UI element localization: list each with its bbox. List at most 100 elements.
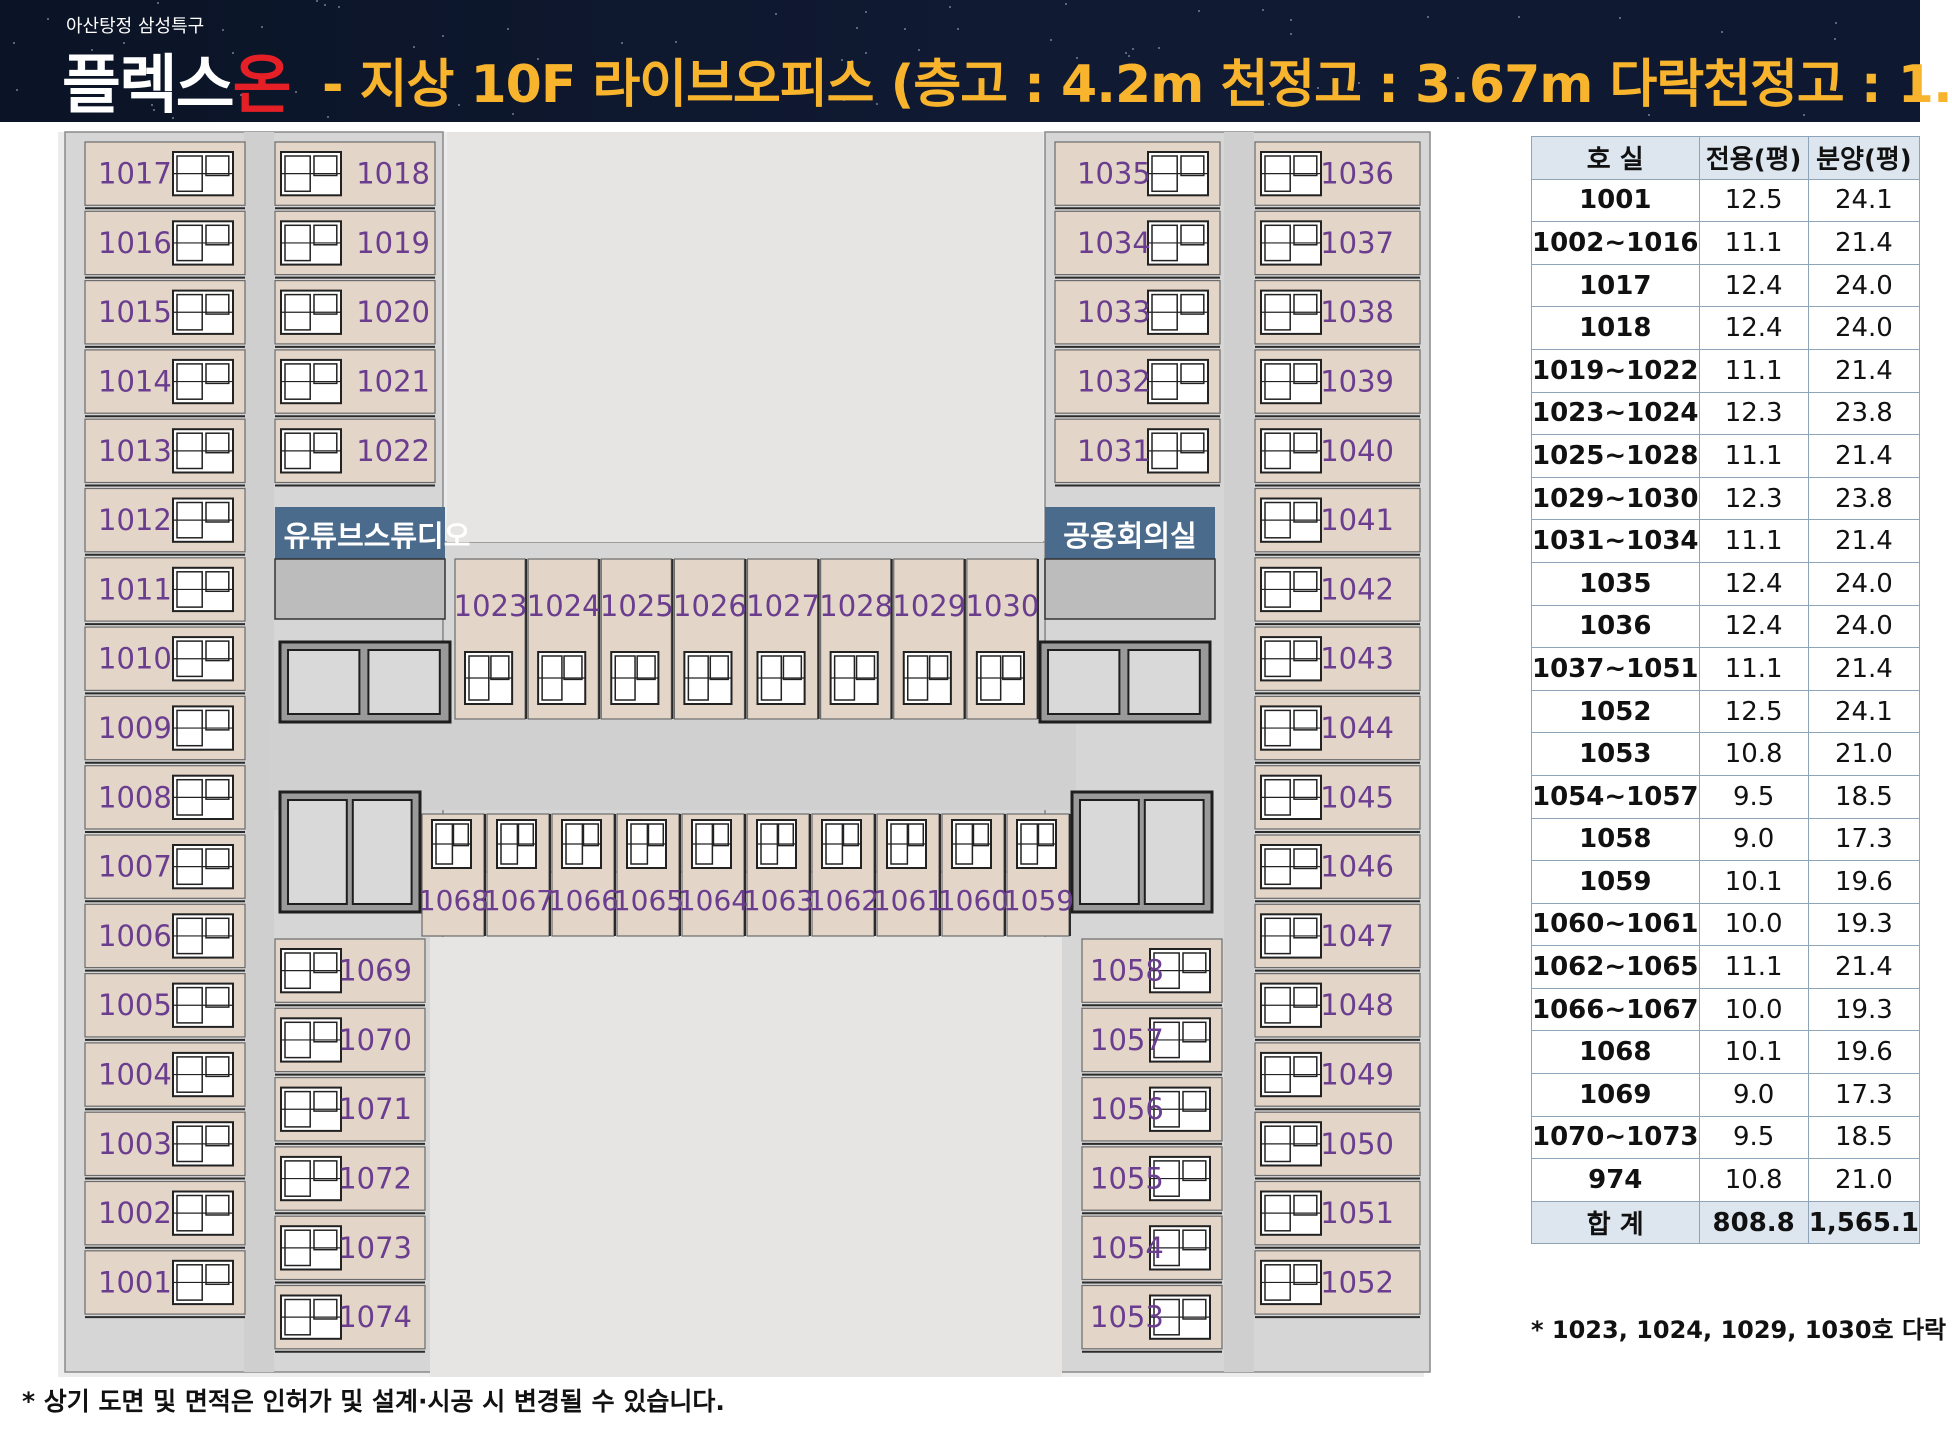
fixture-detail [205,1194,230,1216]
fixture-icon [1260,566,1322,613]
star-decoration [1124,52,1127,55]
exclusive-area-cell: 10.0 [1698,902,1809,947]
unit-label: 1007 [98,850,172,884]
unit-label: 1020 [356,295,430,329]
fixture-detail [782,655,803,681]
fixture-detail [313,155,338,177]
unit-range-cell: 1054~1057 [1531,774,1700,819]
fixture-icon [1147,428,1209,474]
fixture-detail [205,917,230,939]
unit-label: 1005 [98,988,172,1022]
fixture-detail [313,1021,338,1043]
unit-label: 1009 [98,711,172,745]
fixture-detail [205,986,230,1008]
unit-range-cell: 1068 [1531,1030,1700,1075]
unit-label: 1032 [1077,364,1151,398]
lower-courtyard [430,937,1062,1377]
fixture-icon [1260,774,1322,821]
fixture-detail [1293,986,1318,1008]
fixture-detail [205,224,230,246]
fixture-detail [205,155,230,177]
brand-main: 플렉스 [62,49,235,123]
studio-room [274,558,446,620]
supply-area-cell: 17.3 [1807,817,1921,862]
exclusive-area-cell: 10.1 [1698,1030,1809,1075]
fixture-detail [1037,823,1055,847]
unit-label: 1004 [98,1057,172,1091]
unit-label: 1064 [678,884,749,917]
unit-label: 1026 [673,589,747,623]
star-decoration [316,0,318,3]
fixture-detail [1293,224,1318,246]
fixture-detail [205,848,230,870]
supply-area-cell: 23.8 [1807,476,1921,521]
fixture-icon [821,819,862,869]
fixture-icon [280,151,342,197]
unit-label: 1073 [338,1231,412,1265]
fixture-icon [1147,220,1209,266]
unit-label: 1063 [743,884,814,917]
exclusive-area-cell: 12.4 [1698,306,1809,350]
exclusive-area-cell: 11.1 [1698,221,1809,265]
header-subtitle: 아산탕정 삼성특구 [66,16,205,37]
unit-label: 1047 [1320,919,1394,953]
fixture-icon [431,819,472,869]
star-decoration [46,18,49,21]
fixture-icon [172,636,234,682]
exclusive-area-cell: 11.1 [1698,348,1809,393]
star-decoration [850,59,853,62]
star-decoration [338,5,341,8]
star-decoration [294,91,297,94]
left-corridor [244,132,274,1372]
supply-area-cell: 21.4 [1807,647,1921,691]
fixture-detail [563,655,583,681]
supply-area-cell: 19.6 [1807,1030,1921,1075]
fixture-icon [1260,220,1322,266]
fixture-detail [1180,224,1205,246]
fixture-detail [1180,432,1205,454]
unit-label: 1059 [1003,884,1074,917]
fixture-detail [1293,501,1318,523]
fixture-icon [1260,289,1322,335]
star-decoration [1267,102,1270,105]
unit-label: 1061 [873,884,944,917]
unit-label: 1011 [98,572,172,606]
unit-range-cell: 1029~1030 [1531,476,1700,521]
fixture-icon [610,651,660,705]
star-decoration [458,104,461,107]
fixture-icon [280,289,342,335]
unit-label: 1074 [338,1300,412,1334]
unit-label: 1022 [356,434,430,468]
star-decoration [865,51,868,54]
unit-range-cell: 1070~1073 [1531,1115,1700,1160]
unit-label: 1069 [338,954,412,988]
fixture-detail [1293,155,1318,177]
star-decoration [519,90,522,93]
supply-area-cell: 23.8 [1807,391,1921,436]
unit-range-cell: 1025~1028 [1531,434,1700,478]
fixture-icon [1260,1259,1322,1306]
supply-area-cell: 24.1 [1807,689,1921,734]
star-decoration [1834,22,1837,25]
fixture-detail [1293,571,1318,593]
unit-label: 1050 [1320,1127,1394,1161]
star-decoration [240,93,243,96]
unit-label: 1049 [1320,1057,1394,1091]
exclusive-area-cell: 9.0 [1698,1073,1809,1117]
fixture-detail [1293,363,1318,385]
fixture-detail [647,823,665,847]
total-label-cell: 합 계 [1531,1200,1700,1245]
fixture-detail [313,952,338,974]
unit-range-cell: 1019~1022 [1531,348,1700,393]
exclusive-area-cell: 11.1 [1698,945,1809,989]
fixture-icon [1260,636,1322,682]
fixture-icon [280,1017,342,1063]
fixture-icon [829,651,879,705]
star-decoration [842,98,845,101]
fixture-detail [205,363,230,385]
